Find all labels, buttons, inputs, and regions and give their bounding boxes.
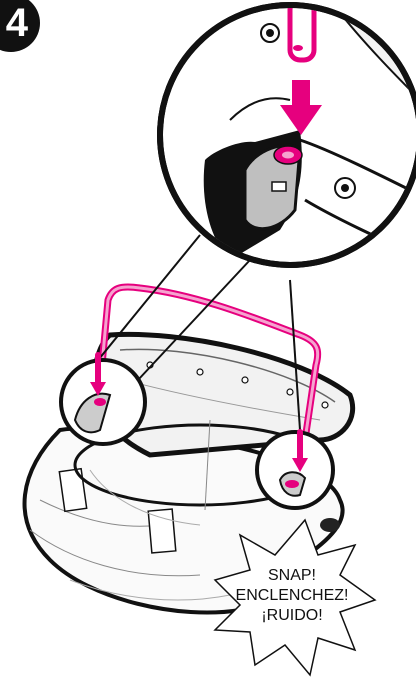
snap-callout-text: SNAP! ENCLENCHEZ! ¡RUIDO! <box>232 566 352 626</box>
callout-line-2: ENCLENCHEZ! <box>232 586 352 606</box>
callout-line-3: ¡RUIDO! <box>232 606 352 626</box>
magnified-detail <box>160 0 416 265</box>
callout-line-1: SNAP! <box>232 566 352 586</box>
detail-circle-right <box>257 432 333 508</box>
